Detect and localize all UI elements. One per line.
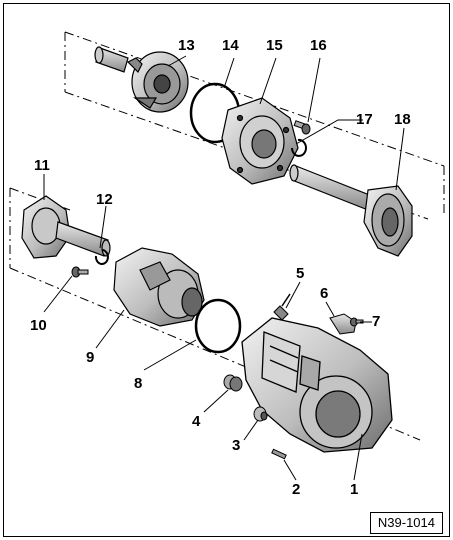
callout-15: 15 [266,37,283,54]
part-9-differential-housing [113,247,205,327]
part-15-cover [221,97,299,185]
callout-11: 11 [34,157,50,174]
callout-5: 5 [296,265,304,282]
callout-3: 3 [232,437,240,454]
callout-2: 2 [292,481,300,498]
callout-12: 12 [96,191,113,208]
callout-16: 16 [310,37,327,54]
callout-6: 6 [320,285,328,302]
part-12-circlip [94,249,109,265]
callout-labels: 13 14 15 16 17 18 11 12 10 9 8 5 6 7 4 3… [30,37,411,498]
part-6-bracket [329,313,357,335]
callout-9: 9 [86,349,94,366]
callout-7: 7 [372,313,380,330]
reference-code: N39-1014 [377,515,435,530]
callout-17: 17 [356,111,373,128]
callout-14: 14 [222,37,239,54]
callout-18: 18 [394,111,411,128]
callout-10: 10 [30,317,47,334]
part-16-bolt [293,120,311,135]
part-2-pin [271,448,287,460]
part-4-bushing [223,374,243,392]
leader-lines [43,55,405,481]
part-18-output-shaft [289,164,413,257]
part-1-gearbox-housing [241,317,393,453]
callout-13: 13 [178,37,195,54]
callout-4: 4 [192,413,201,430]
part-13-input-shaft-gear [94,46,189,113]
part-10-bolt [71,266,89,278]
callout-8: 8 [134,375,142,392]
part-5-sensor [273,293,291,321]
part-8-o-ring [194,298,242,354]
part-3-seal [253,406,268,422]
reference-code-box: N39-1014 [369,512,443,534]
callout-1: 1 [350,481,358,498]
part-11-flange-shaft [21,195,111,259]
